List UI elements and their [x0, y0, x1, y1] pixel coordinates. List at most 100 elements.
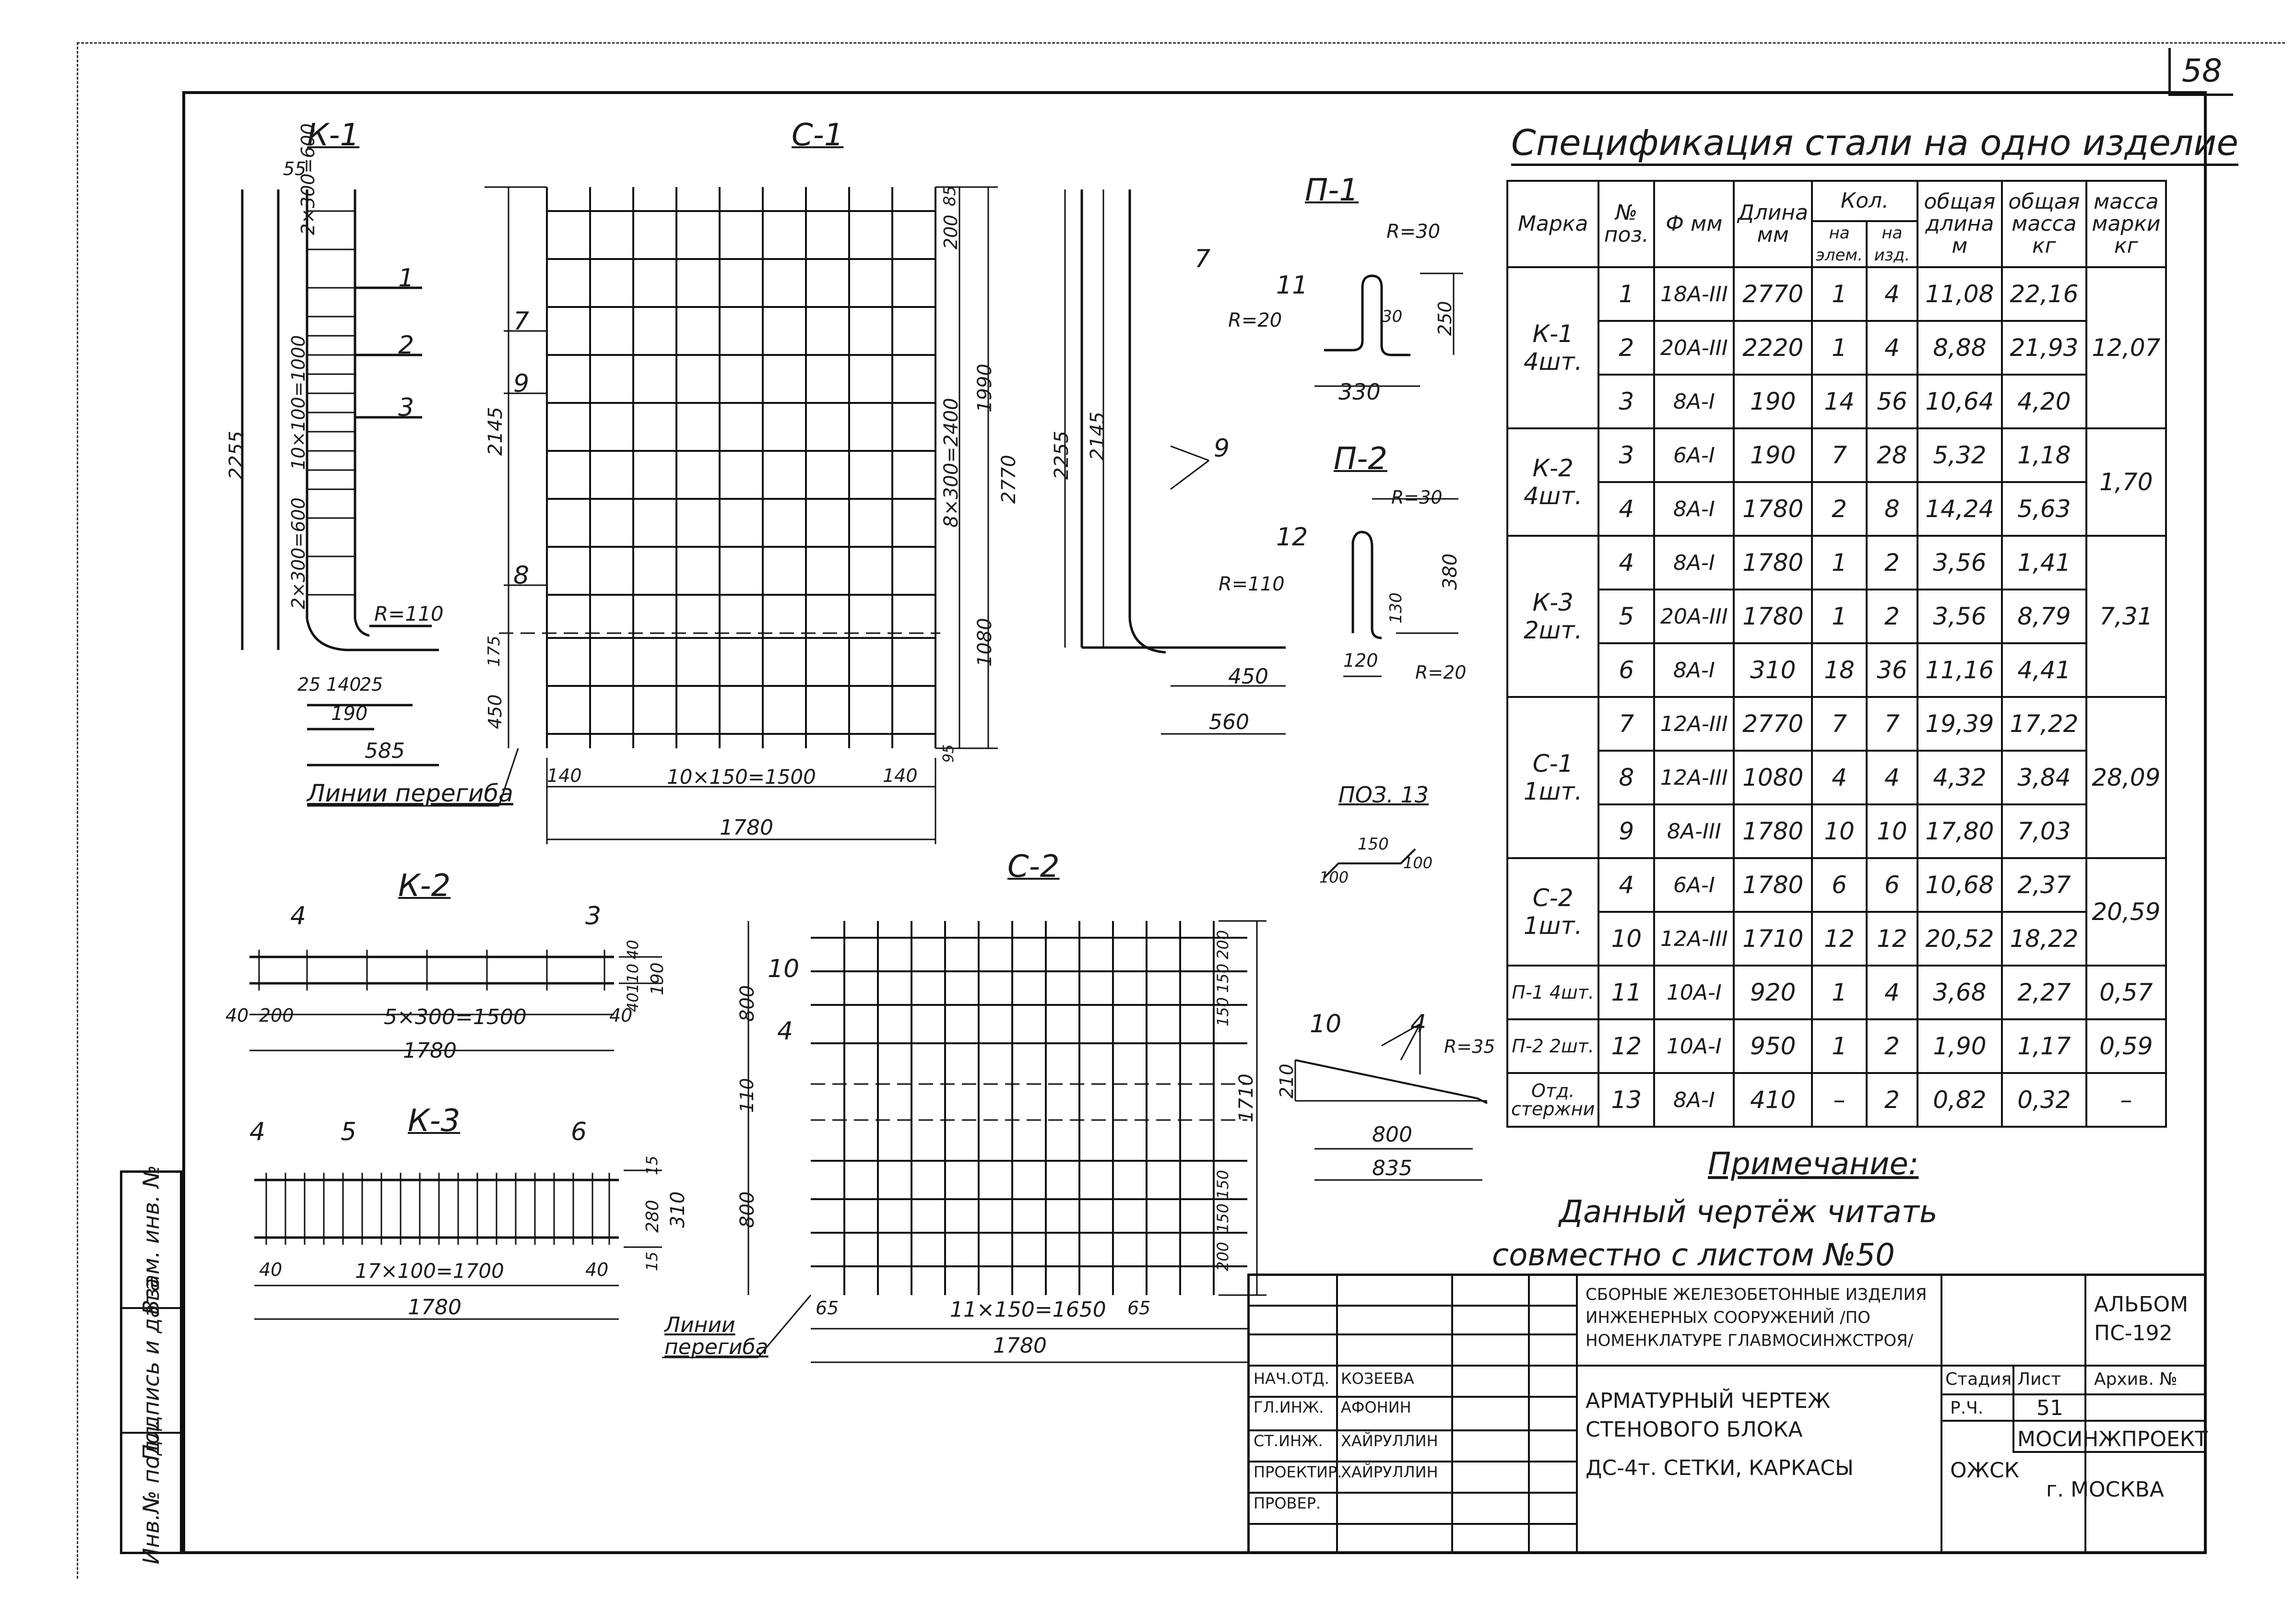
dim-label: 40: [585, 1259, 609, 1280]
dim-label: 800: [1372, 1122, 1412, 1147]
spec-cell: 3,56: [1916, 535, 2003, 590]
spec-mark: Отд. стержни: [1511, 1080, 1595, 1120]
position-mark: 4: [249, 1118, 266, 1146]
spec-mark-cell: П-2 2шт.: [1506, 1018, 1600, 1074]
dim-label: 2255: [1051, 431, 1073, 480]
spec-mark-qty: 4шт.: [1523, 348, 1583, 376]
dim-label: 40: [609, 1005, 633, 1026]
view-p1-lines: [1314, 272, 1463, 387]
position-mark: 8: [513, 561, 530, 590]
side-strip: Взам. инв. № Подпись и дата Инв.№ подл.: [120, 1165, 182, 1564]
city-name: г. МОСКВА: [2046, 1477, 2164, 1502]
dim-label: 835: [1372, 1156, 1412, 1180]
dim-label: R=35: [1444, 1036, 1495, 1057]
spec-cell: 2220: [1733, 320, 1813, 376]
view-p1-title: П-1: [1305, 173, 1359, 208]
spec-cell: 11,16: [1916, 642, 2003, 698]
spec-cell: 1,17: [2000, 1018, 2087, 1074]
dim-label: 30: [1382, 307, 1403, 326]
spec-cell: 12А-III: [1653, 911, 1735, 967]
dim-label: 330: [1338, 379, 1381, 405]
dim-label: 110: [624, 963, 642, 993]
spec-cell: 1780: [1733, 589, 1813, 644]
view-c1-lines: [307, 186, 998, 844]
col-header: общая длина м: [1916, 180, 2003, 268]
position-mark: 12: [1276, 523, 1308, 552]
spec-cell: 19,39: [1916, 696, 2003, 752]
dim-label: 40: [624, 940, 642, 959]
sheet-value: 51: [2036, 1396, 2063, 1420]
position-mark: 2: [398, 331, 414, 360]
dim-label: R=30: [1386, 221, 1441, 243]
spec-mark-qty: 2шт.: [1523, 616, 1583, 644]
spec-cell: 18,22: [2000, 911, 2087, 967]
view-c2-title: С-2: [1007, 849, 1060, 885]
dim-label: 190: [648, 962, 667, 995]
view-k3-title: К-3: [408, 1103, 461, 1139]
dim-label: 1080: [974, 618, 996, 667]
spec-cell: 190: [1733, 374, 1813, 429]
spec-cell: 7: [1598, 696, 1656, 752]
dim-label: 10×100=1000: [288, 335, 309, 470]
dim-label: 2145: [485, 407, 507, 456]
dim-label: 1780: [408, 1295, 462, 1320]
spec-mark-mass: –: [2085, 1072, 2167, 1128]
position-mark: 5: [341, 1118, 357, 1146]
dim-label: 380: [1439, 553, 1461, 590]
dim-label: 100: [1403, 854, 1433, 872]
dim-label: 120: [1343, 650, 1378, 671]
role-label: СТ.ИНЖ.: [1254, 1432, 1323, 1450]
bend-lines-label: Линии перегиба: [307, 779, 513, 807]
spec-cell: 1780: [1733, 803, 1813, 859]
spec-cell: 1780: [1733, 535, 1813, 590]
spec-cell: 18А-III: [1653, 266, 1735, 322]
spec-cell: 4,41: [2000, 642, 2087, 698]
org-name: МОСИНЖПРОЕКТ: [2017, 1427, 2208, 1451]
spec-cell: 17,80: [1916, 803, 2003, 859]
spec-mark-qty: 1шт.: [1523, 912, 1583, 940]
spec-cell: 1780: [1733, 481, 1813, 537]
stage-value: Р.Ч.: [1950, 1398, 1984, 1418]
spec-mark: П-2 2шт.: [1512, 1036, 1594, 1057]
stage-label: Стадия: [1945, 1369, 2012, 1389]
spec-cell: 0,82: [1916, 1072, 2003, 1128]
bend-lines-label: Линии перегиба: [664, 1313, 769, 1359]
spec-cell: 7,03: [2000, 803, 2087, 859]
position-mark: 4: [777, 1017, 793, 1046]
spec-cell: 2: [1865, 1018, 1918, 1074]
dim-label: 5×300=1500: [384, 1005, 527, 1029]
spec-cell: 8: [1598, 750, 1656, 805]
spec-cell: 1710: [1733, 911, 1813, 967]
spec-cell: 1780: [1733, 857, 1813, 913]
dim-label: 150: [1358, 835, 1389, 854]
spec-cell: 14,24: [1916, 481, 2003, 537]
dim-label: 2×300=600: [297, 123, 319, 235]
spec-cell: 6А-I: [1653, 857, 1735, 913]
dim-label: R=110: [1219, 573, 1285, 595]
spec-cell: 6: [1811, 857, 1868, 913]
title-block: СБОРНЫЕ ЖЕЛЕЗОБЕТОННЫЕ ИЗДЕЛИЯ ИНЖЕНЕРНЫ…: [1247, 1274, 2208, 1554]
dim-label: 1710: [1235, 1073, 1257, 1122]
spec-cell: 10,64: [1916, 374, 2003, 429]
dim-label: 150: [1214, 1203, 1232, 1233]
position-mark: 3: [585, 902, 602, 931]
spec-cell: 8: [1865, 481, 1918, 537]
dim-label: 25: [360, 674, 383, 695]
spec-cell: 3,84: [2000, 750, 2087, 805]
position-mark: 7: [513, 307, 530, 336]
position-mark: 3: [398, 393, 414, 422]
spec-cell: 3: [1598, 427, 1656, 483]
role-label: ГЛ.ИНЖ.: [1254, 1398, 1324, 1416]
dim-label: 150: [1214, 963, 1232, 993]
outer-dashed-frame: [77, 42, 2285, 1579]
col-header: на изд.: [1865, 220, 1918, 268]
dept-label: ОЖСК: [1950, 1458, 2019, 1483]
position-mark: 1: [398, 264, 414, 293]
